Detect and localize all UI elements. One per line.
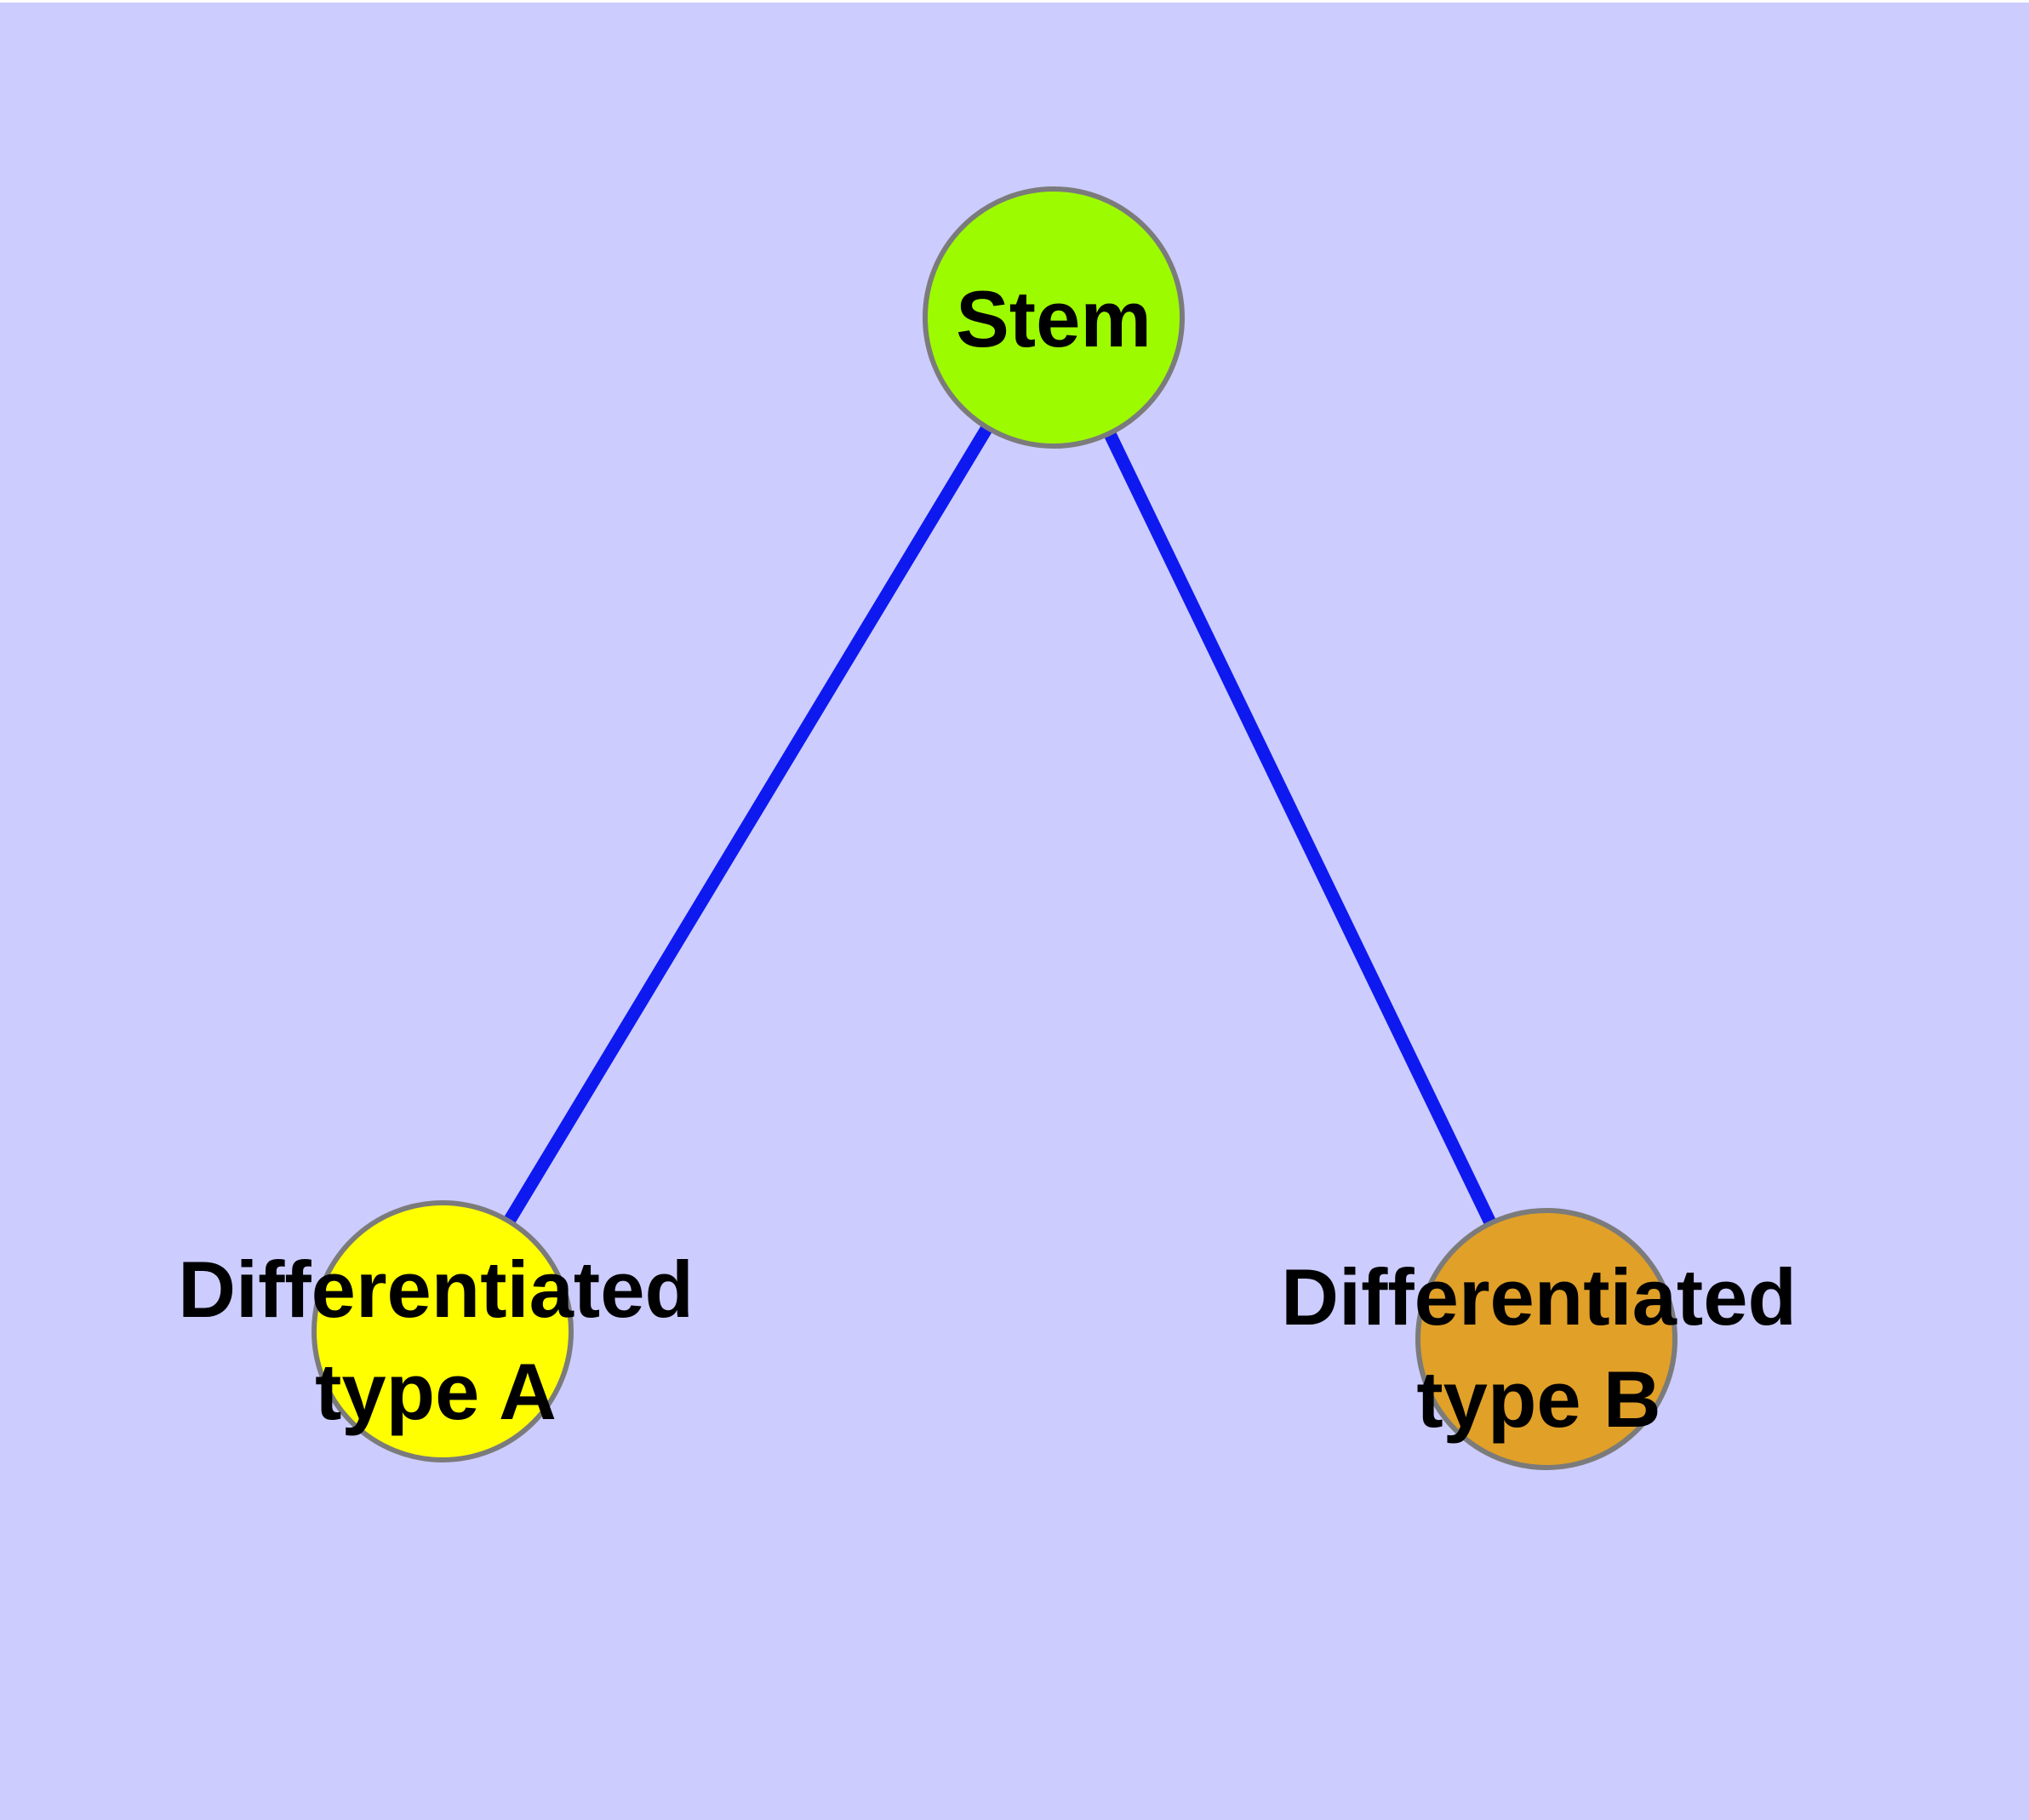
node-differentiated-type-b-label-line1: Differentiated <box>1281 1252 1797 1342</box>
node-stem: Stem <box>923 186 1185 449</box>
node-differentiated-type-a-circle <box>311 1200 574 1462</box>
node-differentiated-type-b-circle <box>1415 1208 1677 1470</box>
node-differentiated-type-a-label-line1: Differentiated <box>178 1245 694 1334</box>
node-differentiated-type-a-label-line2: type A <box>315 1347 557 1436</box>
node-differentiated-type-b: Differentiated type B <box>1281 1208 1797 1470</box>
node-stem-label: Stem <box>956 274 1152 363</box>
edge-group <box>437 314 1552 1342</box>
edge-stem-to-differentiated-type-a <box>437 314 1060 1335</box>
edge-stem-to-differentiated-type-b <box>1048 314 1552 1342</box>
node-differentiated-type-a: Differentiated type A <box>178 1200 694 1462</box>
node-stem-circle <box>923 186 1185 449</box>
node-differentiated-type-b-label-line2: type B <box>1416 1354 1660 1444</box>
